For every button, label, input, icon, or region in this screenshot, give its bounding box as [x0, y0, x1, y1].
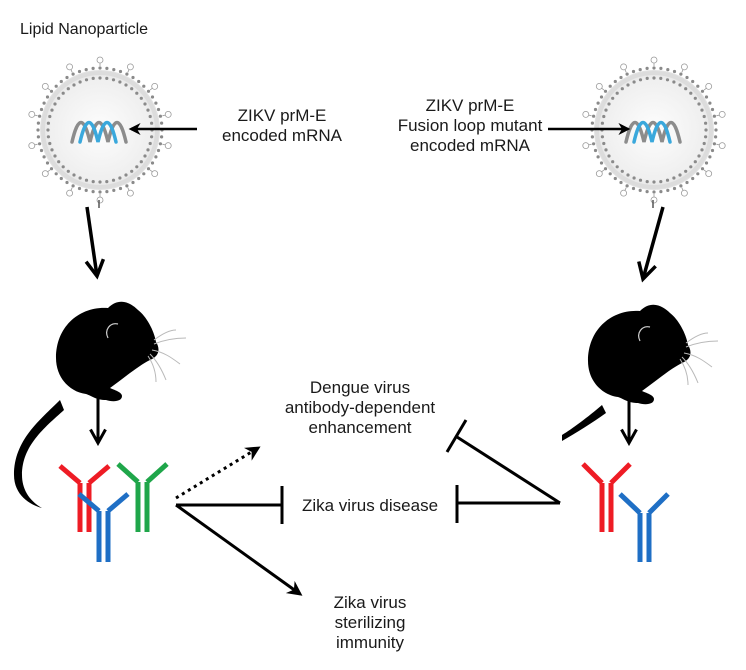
left-mrna-line-2: encoded mRNA [221, 126, 342, 145]
mrna-helix-icon [624, 120, 682, 144]
immunity-line-3: immunity [335, 633, 404, 652]
immunity-label: Zika virus sterilizing immunity [310, 593, 430, 653]
lipid-nanoparticle-left [28, 56, 172, 208]
inhibit-bar-ade-right [445, 419, 468, 453]
disease-label: Zika virus disease [301, 496, 439, 515]
antibody-green-left [116, 462, 169, 532]
ade-line-2: antibody-dependent [284, 398, 436, 417]
mrna-helix-icon [70, 120, 128, 144]
arrow-right-lnp-to-mouse [643, 206, 665, 279]
left-mrna-line-1: ZIKV prM-E [237, 106, 327, 125]
antibody-red-right [581, 462, 632, 532]
immunity-line-2: sterilizing [334, 613, 406, 632]
mouse-right-icon [562, 304, 719, 441]
arrow-to-immunity [175, 503, 303, 596]
right-mrna-line-1: ZIKV prM-E [425, 96, 515, 115]
lnp-peg-spikes [28, 56, 172, 204]
left-mrna-label: ZIKV prM-E encoded mRNA [197, 106, 367, 146]
right-mrna-line-3: encoded mRNA [409, 136, 530, 155]
antibody-blue-left [77, 492, 130, 562]
right-mrna-label: ZIKV prM-E Fusion loop mutant encoded mR… [390, 96, 550, 156]
antibody-red-left [58, 464, 111, 532]
right-mrna-line-2: Fusion loop mutant [397, 116, 543, 135]
ade-line-1: Dengue virus [309, 378, 411, 397]
arrow-left-lnp-to-mouse [87, 206, 97, 276]
lipid-nanoparticle-right [582, 56, 726, 208]
antibody-blue-right [618, 492, 670, 562]
inhibit-line-to-ade-right [456, 435, 561, 505]
lnp-peg-spikes [582, 56, 726, 204]
ade-line-3: enhancement [308, 418, 412, 437]
mouse-left-icon [14, 301, 187, 508]
lnp-lipid-dots [36, 66, 164, 194]
immunity-line-1: Zika virus [333, 593, 407, 612]
lnp-lipid-dots [590, 66, 718, 194]
ade-label: Dengue virus antibody-dependent enhancem… [270, 378, 450, 438]
lipid-nanoparticle-title: Lipid Nanoparticle [20, 21, 149, 38]
arrow-dotted-to-ade [175, 446, 261, 500]
